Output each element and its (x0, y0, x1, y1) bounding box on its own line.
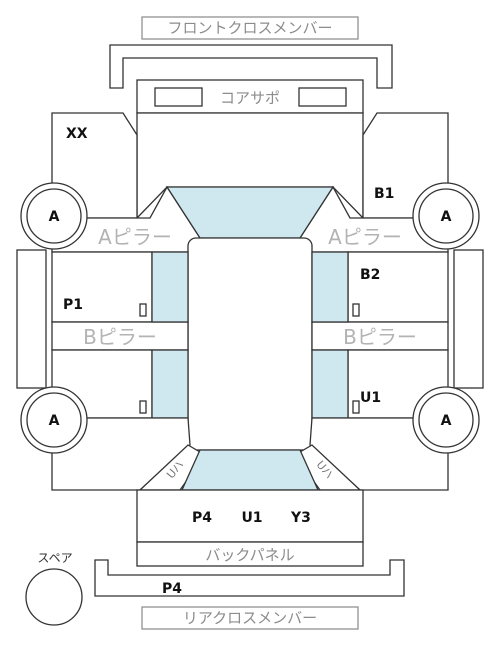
trunk-lid[interactable] (136, 489, 364, 543)
left-side-skirt[interactable] (16, 249, 47, 389)
wheel-rear-right[interactable] (418, 392, 474, 448)
rear-glass[interactable] (180, 449, 320, 491)
rear-right-window[interactable] (311, 349, 349, 419)
rear-right-door-code: U1 (360, 390, 381, 406)
wheel-rear-left[interactable] (26, 392, 82, 448)
wheel-front-right[interactable] (418, 188, 474, 244)
front-cross-member-label: フロントクロスメンバー (167, 19, 332, 37)
door-handle-rear-right[interactable] (352, 400, 360, 414)
headlight-right[interactable] (298, 87, 347, 107)
rear-cross-member-box[interactable] (141, 606, 359, 630)
wheel-front-left-label: A (49, 209, 60, 225)
trunk-code-right: Y3 (290, 510, 311, 526)
front-left-window[interactable] (151, 251, 189, 323)
a-pillar-right-label: Aピラー (328, 225, 402, 249)
a-pillar-left-label: Aピラー (98, 225, 172, 249)
door-handle-rear-left[interactable] (139, 400, 147, 414)
front-left-fender-code: XX (66, 126, 88, 142)
headlight-left[interactable] (154, 87, 203, 107)
wheel-front-left[interactable] (26, 188, 82, 244)
rear-cross-member-label: リアクロスメンバー (183, 609, 317, 627)
front-left-door-code: P1 (63, 297, 83, 313)
front-right-fender-code: B1 (374, 186, 394, 202)
door-handle-front-right[interactable] (352, 303, 360, 317)
core-support-label: コアサポ (220, 89, 280, 107)
b-pillar-right-label: Bピラー (343, 325, 417, 349)
wheel-rear-right-label: A (441, 413, 452, 429)
back-panel[interactable] (136, 541, 364, 567)
front-right-door-code: B2 (360, 267, 380, 283)
trunk-code-center: U1 (241, 510, 262, 526)
door-handle-front-left[interactable] (139, 303, 147, 317)
front-right-window[interactable] (311, 251, 349, 323)
wheel-front-right-label: A (441, 209, 452, 225)
front-right-door[interactable] (347, 251, 449, 323)
right-side-skirt[interactable] (453, 249, 484, 389)
front-cross-member-box[interactable] (141, 16, 359, 40)
wheel-rear-left-label: A (49, 413, 60, 429)
spare-tire[interactable] (25, 568, 83, 626)
front-bumper[interactable] (109, 44, 393, 89)
back-panel-label: バックパネル (205, 546, 294, 564)
spare-label: スペア (37, 551, 72, 565)
rear-bumper[interactable] (94, 559, 405, 597)
roof[interactable] (187, 237, 313, 451)
rear-left-window[interactable] (151, 349, 189, 419)
rear-member-code: P4 (162, 581, 182, 597)
trunk-code-left: P4 (192, 510, 212, 526)
b-pillar-left-label: Bピラー (83, 325, 157, 349)
